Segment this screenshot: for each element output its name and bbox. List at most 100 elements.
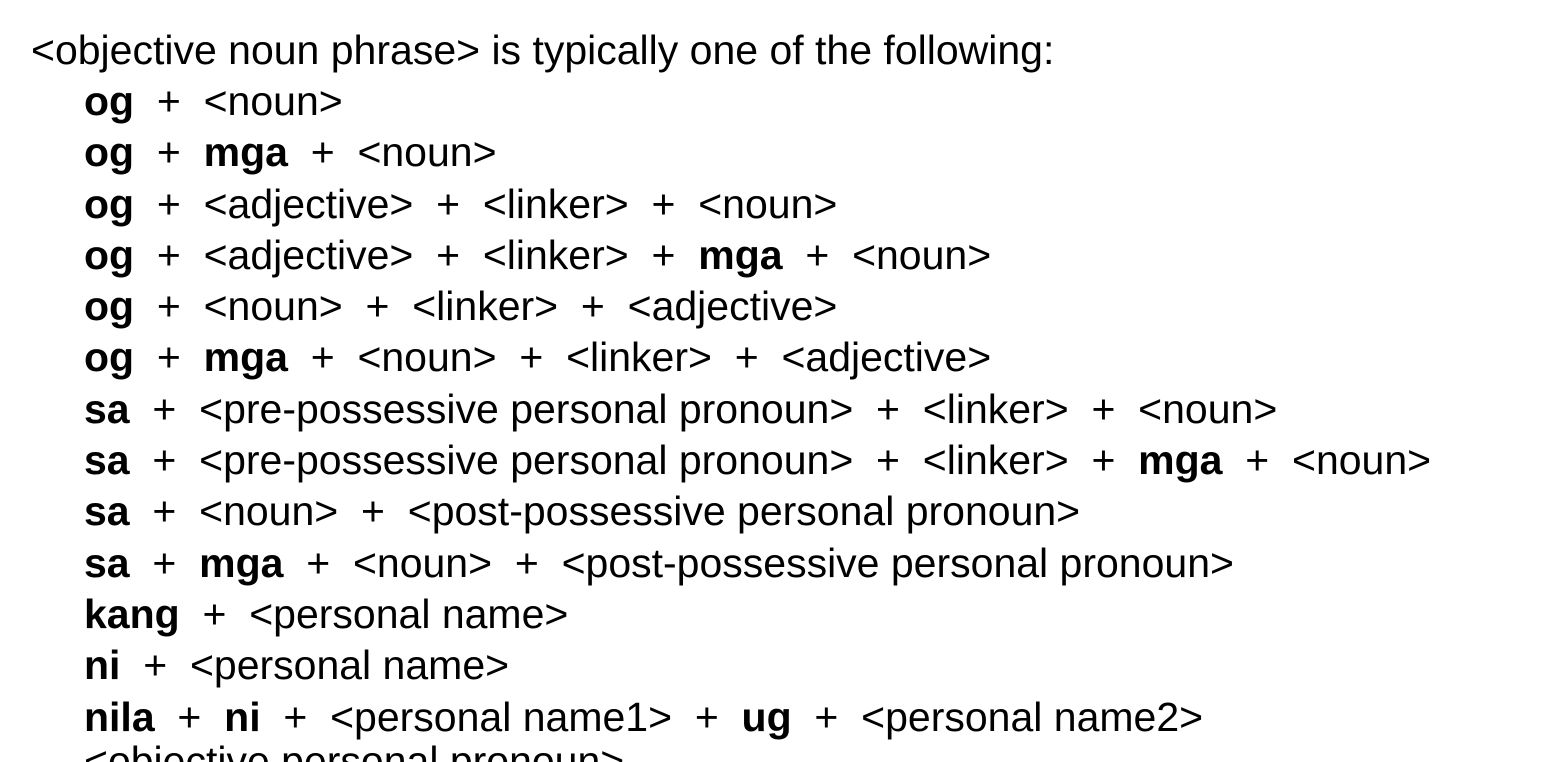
plus-operator: + xyxy=(260,693,331,740)
keyword-token: og xyxy=(84,283,135,330)
keyword-token: mga xyxy=(1138,437,1223,484)
intro-heading: <objective noun phrase> is typically one… xyxy=(31,27,1055,73)
plus-operator: + xyxy=(129,385,200,432)
keyword-token: ug xyxy=(741,693,792,740)
plus-operator: + xyxy=(672,693,742,740)
placeholder-token: <post-possessive personal pronoun> xyxy=(561,539,1234,586)
keyword-token: mga xyxy=(203,334,288,381)
placeholder-token: <adjective> xyxy=(627,283,838,330)
keyword-token: sa xyxy=(84,488,130,535)
plus-operator: + xyxy=(342,283,413,330)
placeholder-token: <linker> xyxy=(566,334,712,381)
rule-line: og + <noun> + <linker> + <adjective> xyxy=(84,281,1431,332)
placeholder-token: <noun> xyxy=(199,488,339,535)
placeholder-token: <noun> xyxy=(203,283,343,330)
plus-operator: + xyxy=(287,129,358,176)
plus-operator: + xyxy=(413,231,483,278)
plus-operator: + xyxy=(492,539,562,586)
plus-operator: + xyxy=(782,231,853,278)
keyword-token: sa xyxy=(84,539,130,586)
plus-operator: + xyxy=(120,642,190,689)
plus-operator: + xyxy=(1222,437,1292,484)
cut-off-rule-line: <objective personal pronoun> xyxy=(84,738,625,762)
placeholder-token: <post-possessive personal pronoun> xyxy=(407,488,1081,535)
placeholder-token: <linker> xyxy=(482,180,629,227)
placeholder-token: <personal name> xyxy=(249,590,569,637)
placeholder-token: <noun> xyxy=(352,539,493,586)
rule-line: og + <noun> xyxy=(84,76,1431,127)
plus-operator: + xyxy=(338,488,408,535)
plus-operator: + xyxy=(628,231,699,278)
keyword-token: sa xyxy=(84,385,130,432)
plus-operator: + xyxy=(496,334,567,381)
plus-operator: + xyxy=(711,334,782,381)
placeholder-token: <pre-possessive personal pronoun> xyxy=(199,437,854,484)
plus-operator: + xyxy=(558,283,628,330)
plus-operator: + xyxy=(129,437,200,484)
plus-operator: + xyxy=(134,129,204,176)
rule-line: kang + <personal name> xyxy=(84,589,1431,640)
plus-operator: + xyxy=(134,334,204,381)
plus-operator: + xyxy=(1068,385,1139,432)
keyword-token: og xyxy=(84,231,135,278)
placeholder-token: <adjective> xyxy=(203,231,414,278)
placeholder-token: <noun> xyxy=(1292,437,1432,484)
rule-line: sa + <pre-possessive personal pronoun> +… xyxy=(84,435,1431,486)
rule-line: sa + mga + <noun> + <post-possessive per… xyxy=(84,538,1431,589)
placeholder-token: <pre-possessive personal pronoun> xyxy=(199,385,854,432)
keyword-token: og xyxy=(84,334,135,381)
placeholder-token: <linker> xyxy=(482,231,629,278)
plus-operator: + xyxy=(134,180,204,227)
placeholder-token: <noun> xyxy=(1138,385,1278,432)
plus-operator: + xyxy=(413,180,483,227)
plus-operator: + xyxy=(134,78,204,124)
keyword-token: sa xyxy=(84,437,130,484)
rule-line: og + mga + <noun> + <linker> + <adjectiv… xyxy=(84,332,1431,383)
keyword-token: ni xyxy=(224,693,261,740)
plus-operator: + xyxy=(154,693,225,740)
placeholder-token: <linker> xyxy=(412,283,559,330)
rule-line: og + mga + <noun> xyxy=(84,127,1431,178)
placeholder-token: <noun> xyxy=(357,129,497,176)
plus-operator: + xyxy=(791,693,862,740)
plus-operator: + xyxy=(129,488,200,535)
placeholder-token: <personal name1> xyxy=(330,693,673,740)
plus-operator: + xyxy=(853,437,923,484)
keyword-token: ni xyxy=(84,642,121,689)
plus-operator: + xyxy=(283,539,353,586)
rule-line: sa + <noun> + <post-possessive personal … xyxy=(84,486,1431,537)
rule-line: og + <adjective> + <linker> + <noun> xyxy=(84,179,1431,230)
placeholder-token: <adjective> xyxy=(781,334,992,381)
keyword-token: nila xyxy=(84,693,155,740)
placeholder-token: <personal name> xyxy=(189,642,510,689)
plus-operator: + xyxy=(1068,437,1139,484)
keyword-token: kang xyxy=(84,590,180,637)
placeholder-token: <personal name2> xyxy=(861,693,1204,740)
rule-list: og + <noun>og + mga + <noun>og + <adject… xyxy=(84,76,1431,743)
plus-operator: + xyxy=(287,334,358,381)
keyword-token: mga xyxy=(698,231,783,278)
placeholder-token: <noun> xyxy=(203,78,343,124)
placeholder-token: <noun> xyxy=(698,180,838,227)
keyword-token: og xyxy=(84,129,135,176)
keyword-token: og xyxy=(84,78,135,124)
plus-operator: + xyxy=(853,385,923,432)
rule-line: sa + <pre-possessive personal pronoun> +… xyxy=(84,384,1431,435)
placeholder-token: <linker> xyxy=(922,385,1069,432)
rule-line: nila + ni + <personal name1> + ug + <per… xyxy=(84,692,1431,743)
plus-operator: + xyxy=(179,590,250,637)
plus-operator: + xyxy=(129,539,200,586)
keyword-token: og xyxy=(84,180,135,227)
placeholder-token: <noun> xyxy=(852,231,992,278)
placeholder-token: <linker> xyxy=(922,437,1069,484)
keyword-token: mga xyxy=(203,129,288,176)
placeholder-token: <noun> xyxy=(357,334,497,381)
rule-line: og + <adjective> + <linker> + mga + <nou… xyxy=(84,230,1431,281)
keyword-token: mga xyxy=(199,539,284,586)
plus-operator: + xyxy=(628,180,699,227)
placeholder-token: <adjective> xyxy=(203,180,414,227)
plus-operator: + xyxy=(134,231,204,278)
rule-line: ni + <personal name> xyxy=(84,640,1431,691)
plus-operator: + xyxy=(134,283,204,330)
